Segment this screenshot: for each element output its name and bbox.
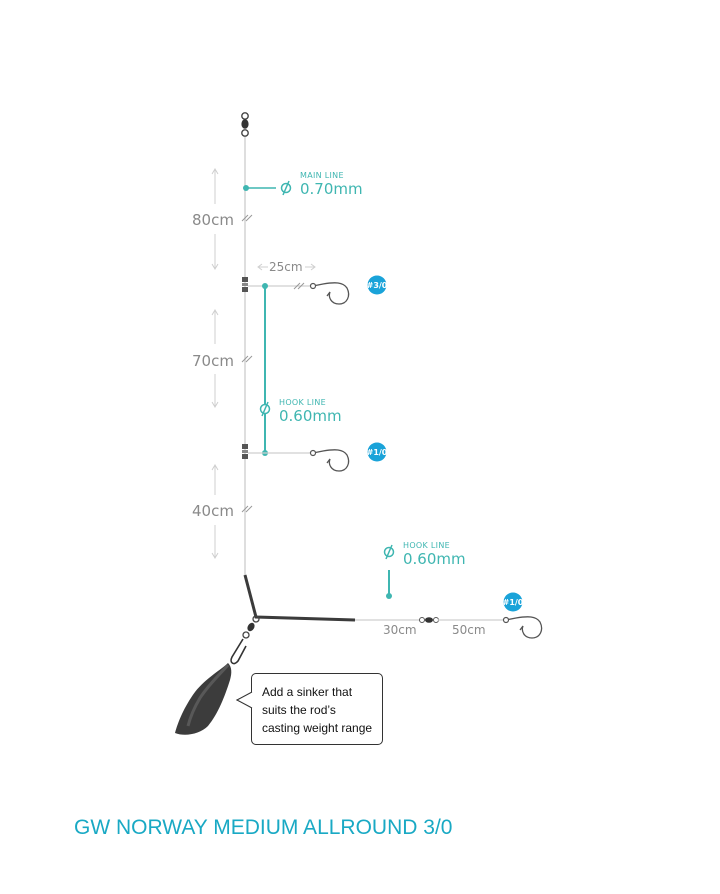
note-line-2: suits the rod’s — [262, 703, 336, 717]
dropper-upper: 25cm — [248, 260, 350, 305]
hook-size-top: #3/0 — [367, 281, 388, 290]
dropper-middle — [248, 449, 350, 472]
dimension-80cm: 80cm — [192, 168, 234, 270]
dimension-label-70: 70cm — [192, 352, 234, 370]
sinker-note: Add a sinker that suits the rod’s castin… — [251, 673, 383, 745]
dimension-label-25: 25cm — [269, 260, 303, 274]
dimension-label-50: 50cm — [452, 623, 486, 637]
dimension-label-30: 30cm — [383, 623, 417, 637]
main-line-value: 0.70mm — [300, 180, 363, 198]
page-title: GW NORWAY MEDIUM ALLROUND 3/0 — [74, 816, 453, 839]
crimp-sleeve-icon — [242, 444, 248, 459]
hook-line-upper-caption: HOOK LINE — [279, 398, 326, 407]
swivel-icon — [241, 112, 249, 137]
main-line-caption: MAIN LINE — [300, 171, 344, 180]
hook-line-upper-value: 0.60mm — [279, 407, 342, 425]
hook-size-badge-bottom: #1/0 — [503, 592, 524, 612]
hook-size-badge-top: #3/0 — [367, 275, 388, 295]
dimension-40cm: 40cm — [192, 464, 234, 559]
main-line-callout: MAIN LINE 0.70mm — [243, 171, 363, 198]
hook-line-lower-callout: HOOK LINE 0.60mm — [383, 541, 466, 599]
diameter-icon — [259, 401, 271, 417]
dimension-label-80: 80cm — [192, 211, 234, 229]
note-line-3: casting weight range — [262, 721, 373, 735]
sinker-icon — [175, 663, 232, 735]
hook-line-upper-callout: HOOK LINE 0.60mm — [259, 398, 342, 425]
diameter-icon — [383, 544, 395, 560]
diameter-icon — [280, 180, 292, 196]
swivel-icon — [419, 617, 439, 623]
hook-line-lower-caption: HOOK LINE — [403, 541, 450, 550]
snap-swivel-icon — [230, 615, 260, 665]
note-line-1: Add a sinker that — [262, 685, 353, 699]
hook-size-badge-middle: #1/0 — [367, 442, 388, 462]
hook-line-lower-value: 0.60mm — [403, 550, 466, 568]
crimp-sleeve-icon — [242, 277, 248, 292]
hook-size-middle: #1/0 — [367, 448, 388, 457]
dimension-label-40: 40cm — [192, 502, 234, 520]
boom: 30cm 50cm — [243, 574, 543, 639]
hook-size-bottom: #1/0 — [503, 598, 524, 607]
dimension-70cm: 70cm — [192, 309, 234, 408]
